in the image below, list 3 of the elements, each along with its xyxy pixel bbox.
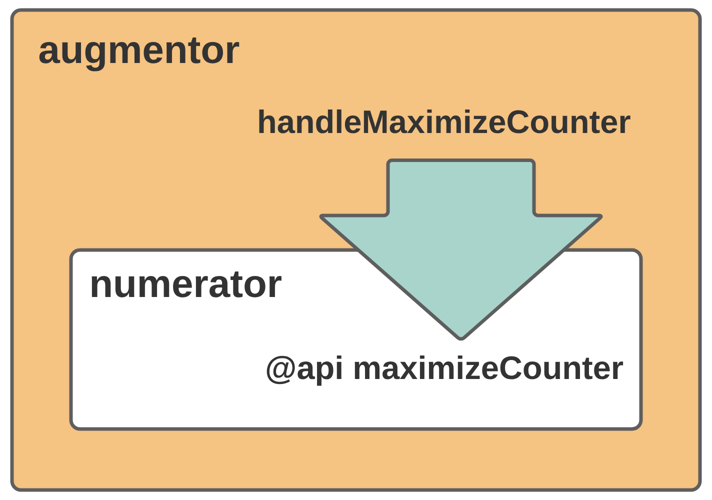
method-label: @api maximizeCounter xyxy=(266,355,624,386)
method-label: handleMaximizeCounter xyxy=(259,109,630,134)
block-arrow xyxy=(319,158,603,341)
